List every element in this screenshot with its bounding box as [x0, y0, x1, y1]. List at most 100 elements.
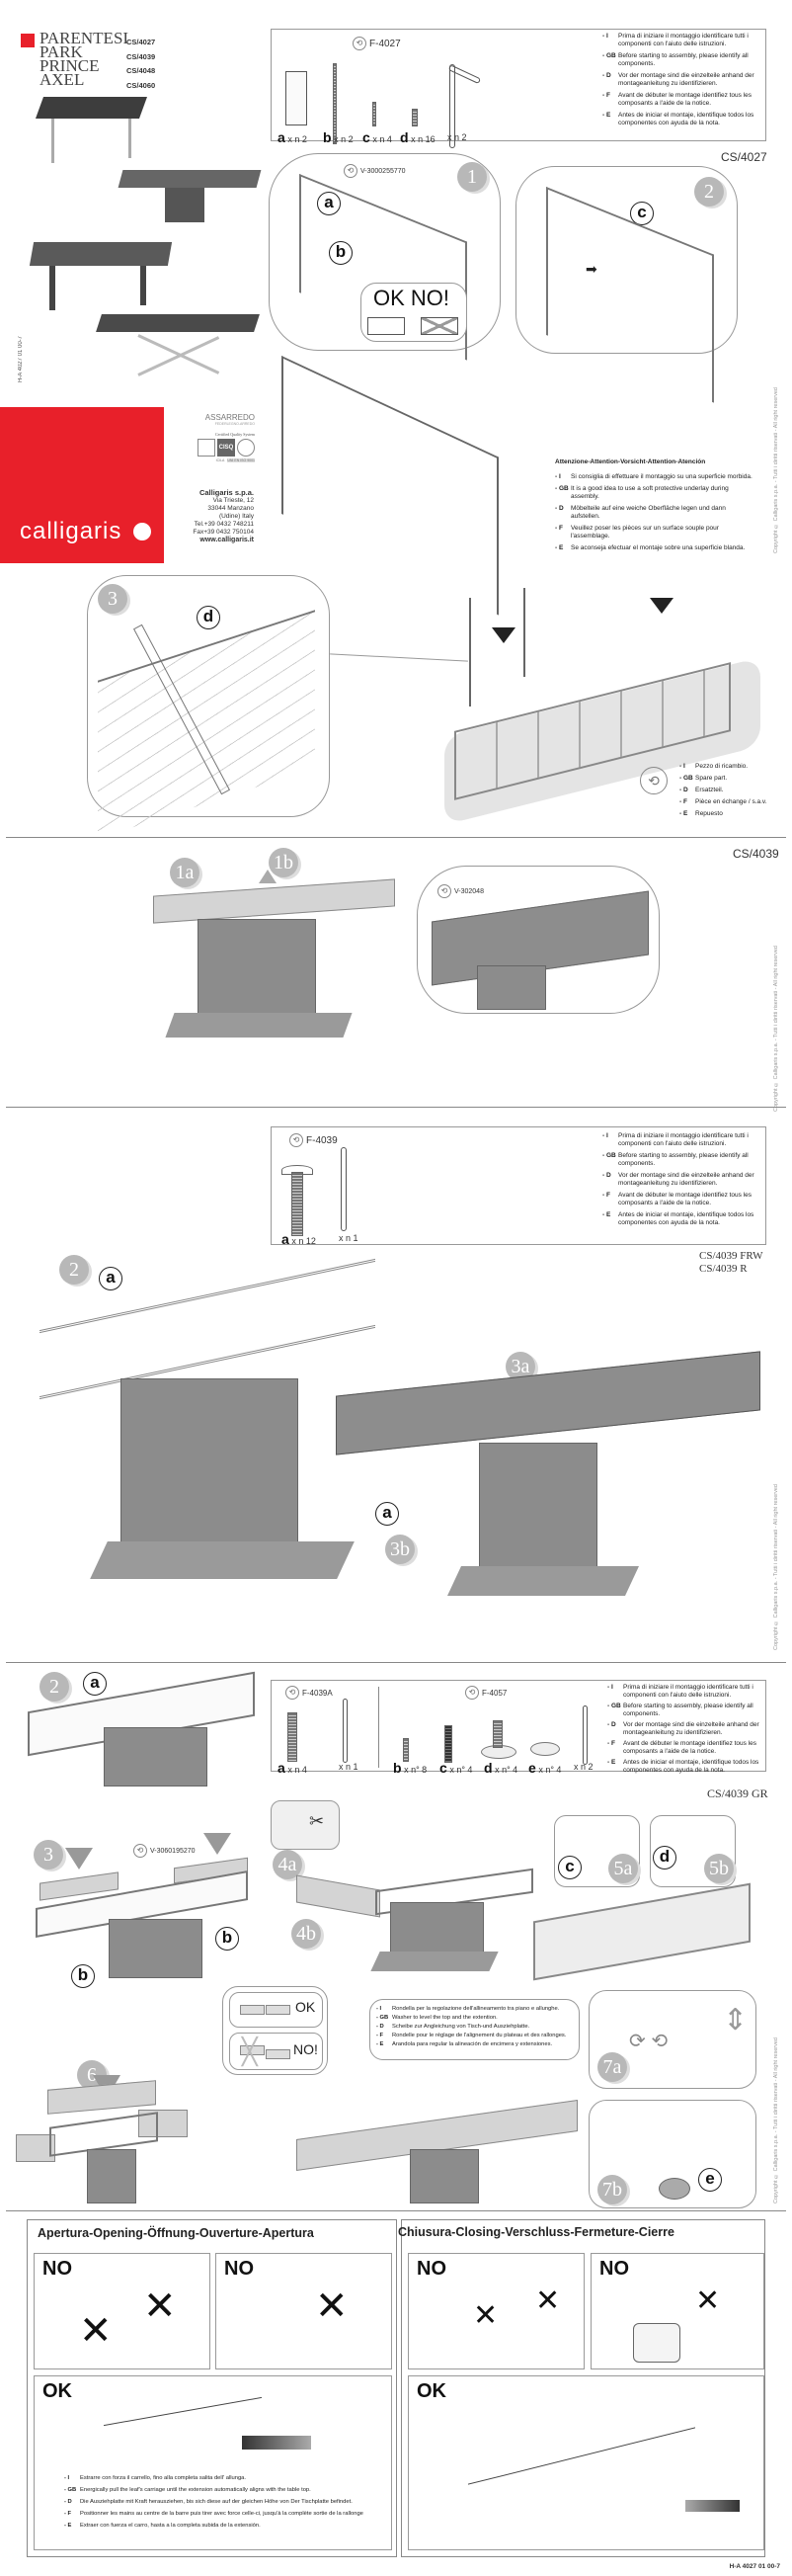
part-label-d: d x n° 4 [484, 1760, 518, 1776]
product-name: AXEL [40, 70, 85, 89]
step1-bubble: 1 ⟲ V-3000255770 a b OK NO! [269, 153, 501, 361]
step-number: 4b [291, 1919, 321, 1949]
assarredo-logo: ASSARREDO [204, 413, 255, 422]
part-label-key: x n 2 [574, 1762, 594, 1772]
step4a-inset: ✂ [271, 1800, 340, 1850]
part-a-block [285, 71, 307, 125]
kit-code: F-4057 [482, 1688, 508, 1698]
product-image-parentesi [35, 97, 148, 171]
opening-no-panel-2: NO ✕ [215, 2253, 392, 2369]
spare-part-icon: ⟲ [285, 1686, 299, 1700]
part-label-a: a x n 2 [277, 129, 307, 145]
part-callout-d: d [653, 1846, 676, 1870]
closing-no-panel-1: NO ✕ ✕ [408, 2253, 585, 2369]
alignment-inset: OK ╳ NO! [222, 1986, 328, 2075]
brand-name: calligaris [20, 518, 122, 544]
step-number: 3 [34, 1840, 63, 1870]
website-link[interactable]: www.calligaris.it [199, 537, 254, 543]
base-plate [447, 1566, 639, 1596]
step-number: 3b [385, 1535, 415, 1564]
part-label-c: c x n 4 [362, 129, 392, 145]
product-code: CS/4048 [126, 66, 156, 75]
part-callout-b: b [329, 241, 353, 265]
up-down-arrow: ⇕ [723, 2004, 749, 2036]
detail-inset [633, 2323, 680, 2363]
step7a-inset: 7a ⇕ ⟳ ⟲ [589, 1990, 756, 2089]
product-code: CS/4027 [126, 38, 156, 46]
part-callout-d: d [197, 606, 220, 629]
scissors-icon: ✂ [309, 1811, 325, 1831]
down-arrow [650, 598, 673, 614]
no-label: NO [417, 2258, 446, 2280]
copyright: Copyright © Calligaris s.p.a. - Tutti i … [773, 387, 779, 553]
attention-block: Attenzione-Attention-Vorsicht-Attention-… [555, 458, 752, 551]
base-plate [370, 1952, 499, 1971]
icila-logo [198, 439, 215, 457]
insert-arrow: ➡ [586, 261, 597, 277]
brand-block: calligaris [0, 407, 164, 563]
part-callout-a: a [99, 1267, 122, 1290]
cisq-logo: CISQ [217, 439, 235, 457]
kit-divider [378, 1687, 379, 1768]
step-number: 5a [608, 1854, 638, 1883]
part-label-b: b x n 2 [323, 129, 354, 145]
section-divider [6, 837, 786, 838]
part-callout-a: a [317, 192, 341, 215]
model-code: CS/4039 FRW [699, 1250, 763, 1262]
address-line: (Udine) Italy [218, 513, 254, 520]
align-ok-panel: OK [229, 1992, 323, 2028]
spare-part-icon: ⟲ [353, 37, 366, 50]
step-number: 1a [170, 858, 199, 887]
step3-bubble: 3 d [87, 575, 330, 839]
block-ok [367, 317, 405, 335]
part-label-key: x n 1 [339, 1233, 358, 1243]
address-line: 33044 Manzano [207, 505, 254, 512]
model-code-list: CS/4039 FRW CS/4039 R [699, 1250, 763, 1276]
hex-key [343, 1699, 348, 1763]
closing-no-panel-2: NO ✕ [591, 2253, 764, 2369]
part-callout-a: a [375, 1502, 399, 1526]
red-square [21, 34, 35, 47]
part-callout-e: e [698, 2168, 722, 2192]
kit-code: F-4039 [306, 1134, 338, 1146]
part-label-c: c x n° 4 [439, 1760, 473, 1776]
product-name: PARENTESI [40, 29, 129, 47]
icila-text: ICILA [215, 458, 225, 462]
table-top [336, 1351, 760, 1455]
uni-text: UNI EN ISO 9001 [227, 458, 255, 462]
part-label-key: x n 1 [339, 1762, 358, 1772]
table-edge-drawing [468, 2427, 695, 2534]
spare-part-icon: ⟲ [437, 884, 451, 898]
step5b-inset: d 5b [650, 1815, 736, 1887]
cross-icon: ✕ [473, 2299, 499, 2332]
doc-code-footer: H-A 4027 01 00-7 [729, 2563, 780, 2570]
federlegno-text: FEDERLEGNO-ARREDO [214, 422, 255, 426]
parts-box-f4027: ⟲ F-4027 a x n 2 b x n 2 c x n 4 d x n 1… [271, 29, 766, 148]
product-name: PRINCE [40, 56, 100, 75]
extension-leaf [296, 1874, 380, 1918]
spare-part-icon: ⟲ [640, 767, 668, 794]
frame-corner-drawing [98, 610, 315, 839]
pedestal [120, 1378, 298, 1546]
section-divider [6, 2210, 786, 2211]
part-callout-c: c [630, 202, 654, 225]
hex-key [583, 1705, 588, 1765]
down-arrow [492, 627, 515, 643]
pedestal [477, 965, 546, 1010]
pull-arrow [242, 2436, 311, 2450]
section-divider [6, 1107, 786, 1108]
product-image-axel [96, 314, 260, 385]
opening-title: Apertura-Opening-Öffnung-Ouverture-Apert… [38, 2226, 314, 2240]
kit-code: F-4027 [369, 38, 401, 49]
product-code: CS/4060 [126, 80, 156, 90]
brand-logo-icon [133, 523, 152, 540]
spare-code: V-302048 [454, 887, 484, 895]
lift-arrow [259, 870, 277, 883]
phone: Tel.+39 0432 748211 [194, 521, 254, 528]
spare-code: V-3060195270 [150, 1847, 196, 1855]
pedestal [198, 919, 316, 1018]
part-label-d: d x n 16 [400, 129, 436, 145]
